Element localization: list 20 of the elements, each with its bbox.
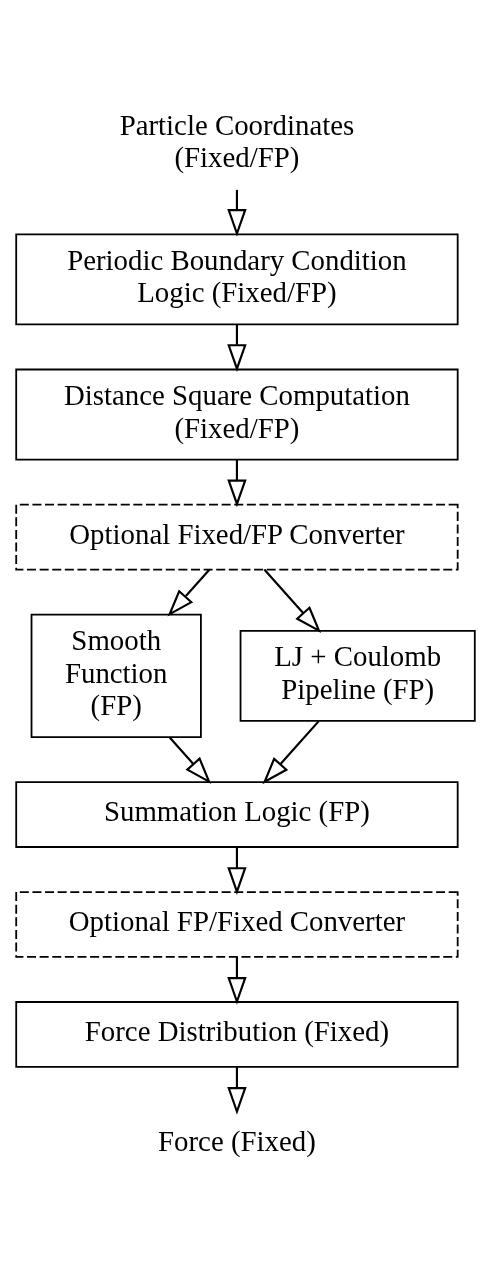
node-box: Force Distribution (Fixed) [14,1000,459,1068]
arrow [226,846,247,895]
arrow [261,719,320,784]
node-box: Optional Fixed/FP Converter [14,503,459,570]
node-box: Distance Square Computation (Fixed/FP) [14,368,459,460]
arrow [263,568,321,633]
arrow [226,956,247,1005]
node-text: Particle Coordinates (Fixed/FP) [119,108,354,173]
node-text: Force (Fixed) [157,1124,316,1157]
node-box: Smooth Function (FP) [30,613,202,738]
node-box: Summation Logic (FP) [14,780,459,848]
arrow [167,568,210,617]
arrow [226,459,247,507]
arrow [226,189,247,237]
arrow [168,736,211,784]
arrow [226,1066,247,1115]
node-box: LJ + Coulomb Pipeline (FP) [239,629,476,722]
node-box: Optional FP/Fixed Converter [14,890,459,958]
node-box: Periodic Boundary Condition Logic (Fixed/FP) [14,232,459,325]
arrow [226,324,247,372]
